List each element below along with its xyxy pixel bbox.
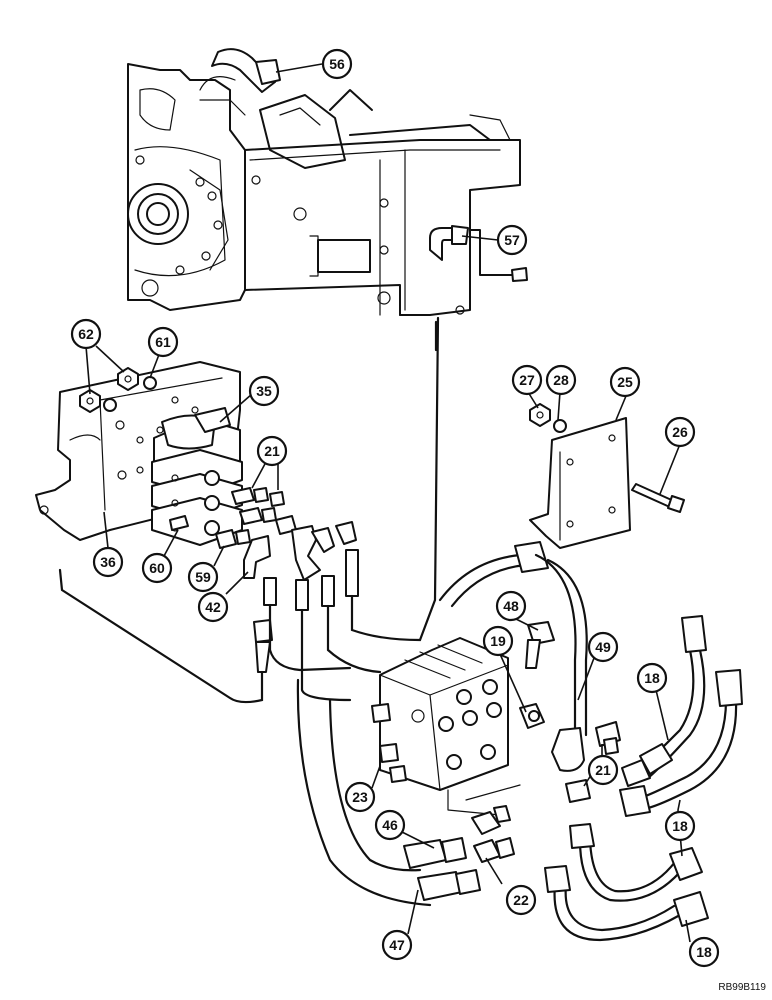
svg-text:46: 46 bbox=[382, 817, 398, 833]
valve-hose-stubs bbox=[253, 549, 359, 673]
svg-text:27: 27 bbox=[519, 372, 535, 388]
callout-27: 27 bbox=[511, 364, 543, 396]
svg-text:47: 47 bbox=[389, 937, 405, 953]
adapter-fittings bbox=[215, 487, 357, 581]
svg-text:28: 28 bbox=[553, 372, 569, 388]
callout-18-middle: 18 bbox=[664, 810, 696, 842]
hydraulic-hoses bbox=[58, 316, 743, 942]
callout-47: 47 bbox=[381, 929, 413, 961]
remote-valve-block bbox=[371, 637, 521, 816]
callout-21-upper: 21 bbox=[256, 435, 288, 467]
svg-text:48: 48 bbox=[503, 598, 519, 614]
svg-text:62: 62 bbox=[78, 326, 94, 342]
callout-61: 61 bbox=[147, 326, 179, 358]
callout-28: 28 bbox=[545, 364, 577, 396]
callout-35: 35 bbox=[248, 375, 280, 407]
svg-text:21: 21 bbox=[595, 762, 611, 778]
svg-text:36: 36 bbox=[100, 554, 116, 570]
callout-59: 59 bbox=[187, 561, 219, 593]
svg-text:57: 57 bbox=[504, 232, 520, 248]
callout-56: 56 bbox=[321, 48, 353, 80]
svg-text:18: 18 bbox=[696, 944, 712, 960]
callout-42: 42 bbox=[197, 591, 229, 623]
svg-text:26: 26 bbox=[672, 424, 688, 440]
svg-text:35: 35 bbox=[256, 383, 272, 399]
callout-26: 26 bbox=[664, 416, 696, 448]
svg-text:18: 18 bbox=[672, 818, 688, 834]
svg-text:23: 23 bbox=[352, 789, 368, 805]
svg-text:61: 61 bbox=[155, 334, 171, 350]
tractor-rear-housing bbox=[127, 48, 528, 316]
svg-text:42: 42 bbox=[205, 599, 221, 615]
svg-text:49: 49 bbox=[595, 639, 611, 655]
callout-23: 23 bbox=[344, 781, 376, 813]
valve-block-fittings bbox=[403, 621, 621, 901]
callout-21-lower: 21 bbox=[587, 754, 619, 786]
svg-text:56: 56 bbox=[329, 56, 345, 72]
svg-text:21: 21 bbox=[264, 443, 280, 459]
callout-18-lower: 18 bbox=[688, 936, 720, 968]
callout-25: 25 bbox=[609, 366, 641, 398]
callout-22: 22 bbox=[505, 884, 537, 916]
nuts-and-washers bbox=[79, 367, 157, 413]
control-valve-stack bbox=[151, 407, 243, 546]
svg-text:59: 59 bbox=[195, 569, 211, 585]
callout-18-upper: 18 bbox=[636, 662, 668, 694]
svg-text:25: 25 bbox=[617, 374, 633, 390]
callout-57: 57 bbox=[496, 224, 528, 256]
svg-text:18: 18 bbox=[644, 670, 660, 686]
support-bracket bbox=[529, 403, 685, 549]
callout-46: 46 bbox=[374, 809, 406, 841]
callout-36: 36 bbox=[92, 546, 124, 578]
svg-text:19: 19 bbox=[490, 633, 506, 649]
callout-60: 60 bbox=[141, 552, 173, 584]
callout-19: 19 bbox=[482, 625, 514, 657]
svg-text:22: 22 bbox=[513, 892, 529, 908]
callout-49: 49 bbox=[587, 631, 619, 663]
callout-62: 62 bbox=[70, 318, 102, 350]
svg-text:60: 60 bbox=[149, 560, 165, 576]
drawing-reference-code: RB99B119 bbox=[718, 982, 766, 993]
callout-48: 48 bbox=[495, 590, 527, 622]
